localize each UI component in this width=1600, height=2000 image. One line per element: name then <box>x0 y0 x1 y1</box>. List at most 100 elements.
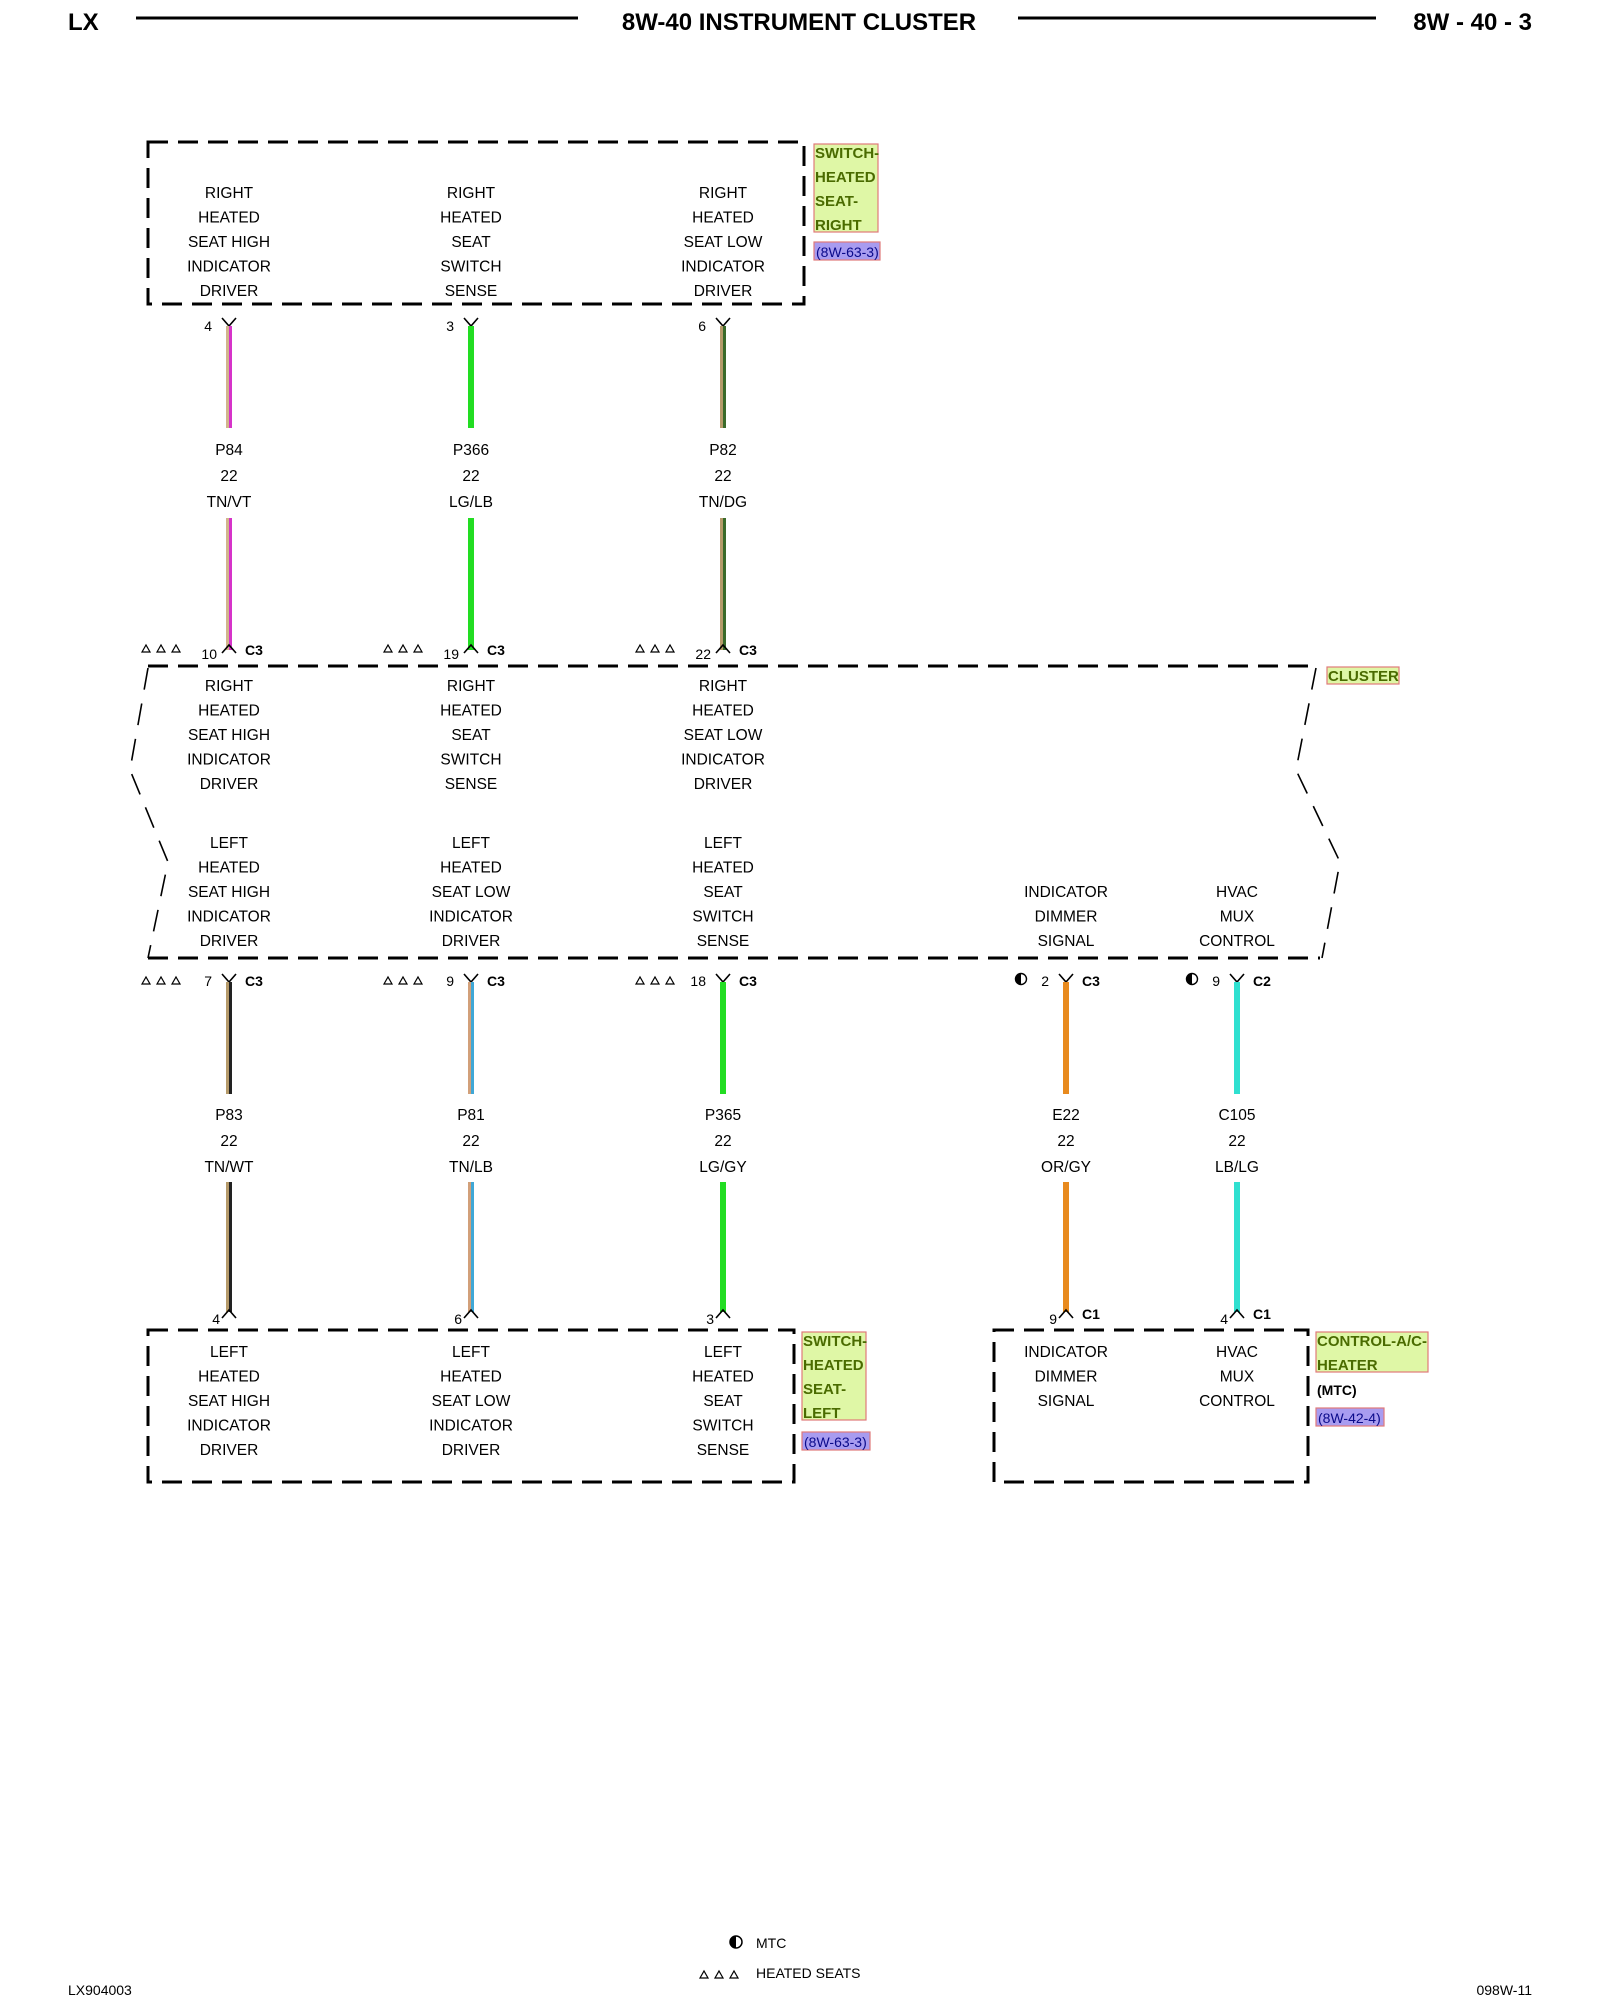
wire-color: LG/GY <box>699 1159 746 1176</box>
cluster-pin-label: SENSE <box>445 776 498 793</box>
connector-id: C3 <box>739 642 757 658</box>
switch-right-pin-label: RIGHT <box>699 185 748 202</box>
connector-terminal <box>463 317 479 328</box>
heated-seats-icon <box>155 975 167 985</box>
cross-reference-link[interactable]: (8W-63-3) <box>804 1434 867 1450</box>
switch-right-pin-label: INDICATOR <box>187 259 271 276</box>
wire-id: P365 <box>705 1107 741 1124</box>
tag-subtitle: (MTC) <box>1317 1382 1357 1398</box>
connector-terminal <box>1058 1308 1074 1319</box>
cluster-pin-label: DRIVER <box>694 776 753 793</box>
component-pin-label: SEAT LOW <box>432 1393 511 1410</box>
wire-gauge: 22 <box>1057 1133 1074 1150</box>
connector-terminal <box>715 973 731 984</box>
cluster-pin-label: DRIVER <box>442 933 501 950</box>
wire-id: P84 <box>215 442 243 459</box>
switch-right-pin-label: SEAT LOW <box>684 234 763 251</box>
switch-right-pin-label: SEAT HIGH <box>188 234 270 251</box>
cluster-pin-label: HEATED <box>692 703 754 720</box>
tag-line: SWITCH- <box>815 145 879 162</box>
wire-color: TN/VT <box>207 494 252 511</box>
footer-left: LX904003 <box>68 1982 132 1998</box>
mtc-icon <box>1015 973 1021 985</box>
component-pin-label: DRIVER <box>200 1442 259 1459</box>
pin-number: 6 <box>698 318 706 334</box>
component-pin-label: HVAC <box>1216 1344 1258 1361</box>
cluster-pin-label: RIGHT <box>447 678 496 695</box>
cluster-box <box>129 664 1341 960</box>
wire-color: TN/WT <box>204 1159 254 1176</box>
pin-number: 9 <box>1212 973 1220 989</box>
legend-heated-seats-label: HEATED SEATS <box>756 1965 861 1981</box>
component-pin-label: HEATED <box>440 1369 502 1386</box>
component-pin-label: CONTROL <box>1199 1393 1275 1410</box>
tag-line: SEAT- <box>815 193 858 210</box>
component-pin-label: INDICATOR <box>429 1418 513 1435</box>
cross-reference-link[interactable]: (8W-63-3) <box>816 244 879 260</box>
legend-mtc-label: MTC <box>756 1935 786 1951</box>
pin-number: 4 <box>1220 1311 1228 1327</box>
tag-line: CONTROL-A/C- <box>1317 1333 1427 1350</box>
page-header: LX 8W-40 INSTRUMENT CLUSTER 8W - 40 - 3 <box>68 9 1532 36</box>
heated-seats-icon <box>170 975 182 985</box>
wire-color: OR/GY <box>1041 1159 1091 1176</box>
cluster-pin-label: HEATED <box>440 703 502 720</box>
switch-right-pin-label: HEATED <box>692 210 754 227</box>
heated-seats-icon <box>155 643 167 653</box>
connector-id: C3 <box>487 973 505 989</box>
heated-seats-icon <box>140 643 152 653</box>
wire-id: E22 <box>1052 1107 1080 1124</box>
heated-seats-icon <box>412 643 424 653</box>
connector-id: C3 <box>487 642 505 658</box>
connector-terminal <box>1229 1308 1245 1319</box>
cluster-pin-label: SEAT <box>703 884 743 901</box>
heated-seats-icon <box>664 643 676 653</box>
pin-number: 3 <box>446 318 454 334</box>
connector-terminal <box>715 317 731 328</box>
tag-line: SEAT- <box>803 1381 846 1398</box>
wire-id: P366 <box>453 442 489 459</box>
pin-number: 10 <box>201 646 217 662</box>
switch-right-pin-label: DRIVER <box>694 283 753 300</box>
connector-id: C3 <box>245 642 263 658</box>
connector-id: C3 <box>739 973 757 989</box>
connector-terminal <box>221 1308 237 1319</box>
cluster-pin-label: INDICATOR <box>187 752 271 769</box>
cluster-pin-label: SEAT <box>451 727 491 744</box>
wire-id: P81 <box>457 1107 485 1124</box>
switch-left-box <box>146 1328 796 1484</box>
pin-number: 9 <box>446 973 454 989</box>
switch-right-pin-label: RIGHT <box>205 185 254 202</box>
component-pin-label: INDICATOR <box>1024 1344 1108 1361</box>
connector-terminal <box>463 643 479 654</box>
wire-color: LB/LG <box>1215 1159 1259 1176</box>
pin-number: 7 <box>204 973 212 989</box>
pin-number: 3 <box>706 1311 714 1327</box>
cluster-pin-label: INDICATOR <box>429 909 513 926</box>
cluster-pin-label: MUX <box>1220 909 1255 926</box>
component-pin-label: LEFT <box>704 1344 742 1361</box>
connector-id: C3 <box>1082 973 1100 989</box>
cluster-pin-label: LEFT <box>704 835 742 852</box>
wire-color: TN/LB <box>449 1159 493 1176</box>
mtc-icon <box>1186 973 1192 985</box>
switch-right-pin-label: DRIVER <box>200 283 259 300</box>
cluster-tag: CLUSTER <box>1326 666 1400 685</box>
heated-seats-icon <box>634 643 646 653</box>
component-pin-label: DRIVER <box>442 1442 501 1459</box>
cluster-pin-label: SWITCH <box>692 909 753 926</box>
pin-number: 18 <box>690 973 706 989</box>
heated-seats-icon <box>382 975 394 985</box>
cross-reference-link[interactable]: (8W-42-4) <box>1318 1410 1381 1426</box>
control-heater-tag: CONTROL-A/C- HEATER (MTC) (8W-42-4) <box>1315 1331 1429 1427</box>
cluster-pin-label: SENSE <box>697 933 750 950</box>
wire-color: TN/DG <box>699 494 747 511</box>
tag-line: LEFT <box>803 1405 841 1422</box>
connector-id: C1 <box>1082 1306 1100 1322</box>
cluster-pin-label: DRIVER <box>200 776 259 793</box>
header-left: LX <box>68 9 99 36</box>
switch-left-tag: SWITCH- HEATED SEAT- LEFT (8W-63-3) <box>801 1331 871 1451</box>
switch-right-pin-label: SENSE <box>445 283 498 300</box>
connector-terminal <box>221 317 237 328</box>
cluster-pin-label: INDICATOR <box>681 752 765 769</box>
